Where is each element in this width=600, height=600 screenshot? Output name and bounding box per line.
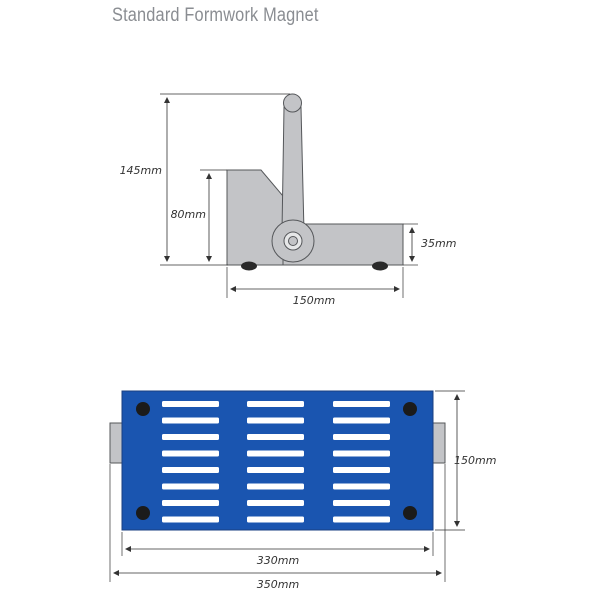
label-base-height: 35mm	[421, 237, 456, 250]
label-base-width: 150mm	[293, 294, 335, 307]
corner-bolt	[403, 402, 417, 416]
dim-top-width: 150mm	[435, 390, 496, 531]
dim-block-height: 80mm	[171, 169, 227, 262]
foot-right	[372, 261, 388, 271]
vent-slot	[162, 467, 219, 473]
foot-left	[241, 261, 257, 271]
dim-base-width: 150mm	[226, 267, 404, 307]
vent-slot	[162, 450, 219, 457]
vent-slot	[333, 401, 390, 407]
dim-inner-length: 330mm	[121, 532, 434, 567]
vent-slot	[247, 434, 304, 440]
vent-slot	[333, 483, 390, 490]
vent-slot	[247, 401, 304, 407]
side-tab-right	[431, 422, 446, 464]
dim-overall-height: 145mm	[120, 93, 290, 266]
vent-slot	[247, 516, 304, 523]
vent-slot	[162, 434, 219, 440]
vent-slot	[162, 417, 219, 424]
vent-slot	[333, 516, 390, 523]
vent-slot	[333, 417, 390, 424]
vent-slot	[162, 401, 219, 407]
label-inner-length: 330mm	[257, 554, 299, 567]
vent-slots	[162, 401, 390, 523]
label-overall-length: 350mm	[257, 578, 299, 591]
vent-slot	[162, 500, 219, 506]
vent-slot	[162, 483, 219, 490]
side-tab-left	[109, 422, 124, 464]
vent-slot	[247, 450, 304, 457]
vent-slot	[333, 500, 390, 506]
dim-base-height: 35mm	[403, 223, 456, 266]
corner-bolt	[136, 506, 150, 520]
side-view: 145mm 80mm 35mm 150mm	[120, 93, 456, 307]
handle-knob	[283, 93, 302, 113]
pivot-pin	[288, 236, 298, 246]
vent-slot	[247, 417, 304, 424]
vent-slot	[247, 500, 304, 506]
magnet-handle	[281, 106, 305, 233]
page-title: Standard Formwork Magnet	[112, 5, 319, 26]
vent-slot	[333, 450, 390, 457]
vent-slot	[333, 434, 390, 440]
vent-slot	[247, 483, 304, 490]
dim-overall-length: 350mm	[109, 464, 446, 591]
vent-slot	[333, 467, 390, 473]
label-top-width: 150mm	[454, 454, 496, 467]
corner-bolt	[136, 402, 150, 416]
label-block-height: 80mm	[171, 208, 206, 221]
label-overall-height: 145mm	[120, 164, 162, 177]
top-view: 150mm 330mm 350mm	[109, 390, 496, 591]
vent-slot	[162, 516, 219, 523]
corner-bolt	[403, 506, 417, 520]
vent-slot	[247, 467, 304, 473]
magnet-top-plate	[121, 390, 434, 531]
